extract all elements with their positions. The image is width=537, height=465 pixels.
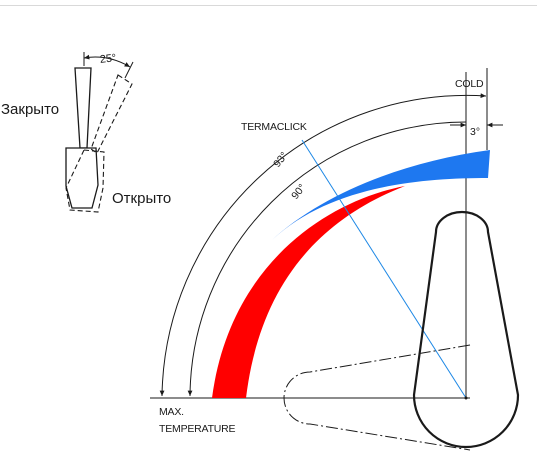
- hot-range-arc: [212, 186, 405, 398]
- pivot-point: [464, 396, 468, 400]
- open-label: Открыто: [112, 190, 172, 207]
- arc-90: [187, 121, 467, 397]
- cold-range-arc: [272, 150, 490, 240]
- cold-offset-label: 3°: [470, 126, 481, 138]
- max-temperature-label-line2: TEMPERATURE: [159, 423, 236, 435]
- lever-angle-label: 25°: [99, 52, 117, 66]
- lever-angle-arc: [83, 54, 131, 68]
- top-divider: [0, 5, 537, 6]
- termaclick-line: [301, 139, 467, 399]
- lever-detail: [65, 52, 134, 213]
- dial: [150, 68, 520, 451]
- lever-closed-outline: [74, 67, 92, 149]
- arc-93: [159, 93, 487, 397]
- lever-angle-ext-open: [124, 61, 134, 79]
- handle-horizontal: [283, 344, 471, 451]
- lever-open-outline: [90, 74, 133, 154]
- lever-closed-body: [65, 147, 99, 209]
- handle-vertical: [412, 210, 520, 449]
- closed-label: Закрыто: [1, 101, 60, 118]
- lever-open-body: [65, 149, 105, 213]
- cold-label: COLD: [455, 78, 484, 90]
- max-temperature-label: MAX.: [159, 406, 184, 418]
- termaclick-label: TERMACLICK: [241, 121, 307, 133]
